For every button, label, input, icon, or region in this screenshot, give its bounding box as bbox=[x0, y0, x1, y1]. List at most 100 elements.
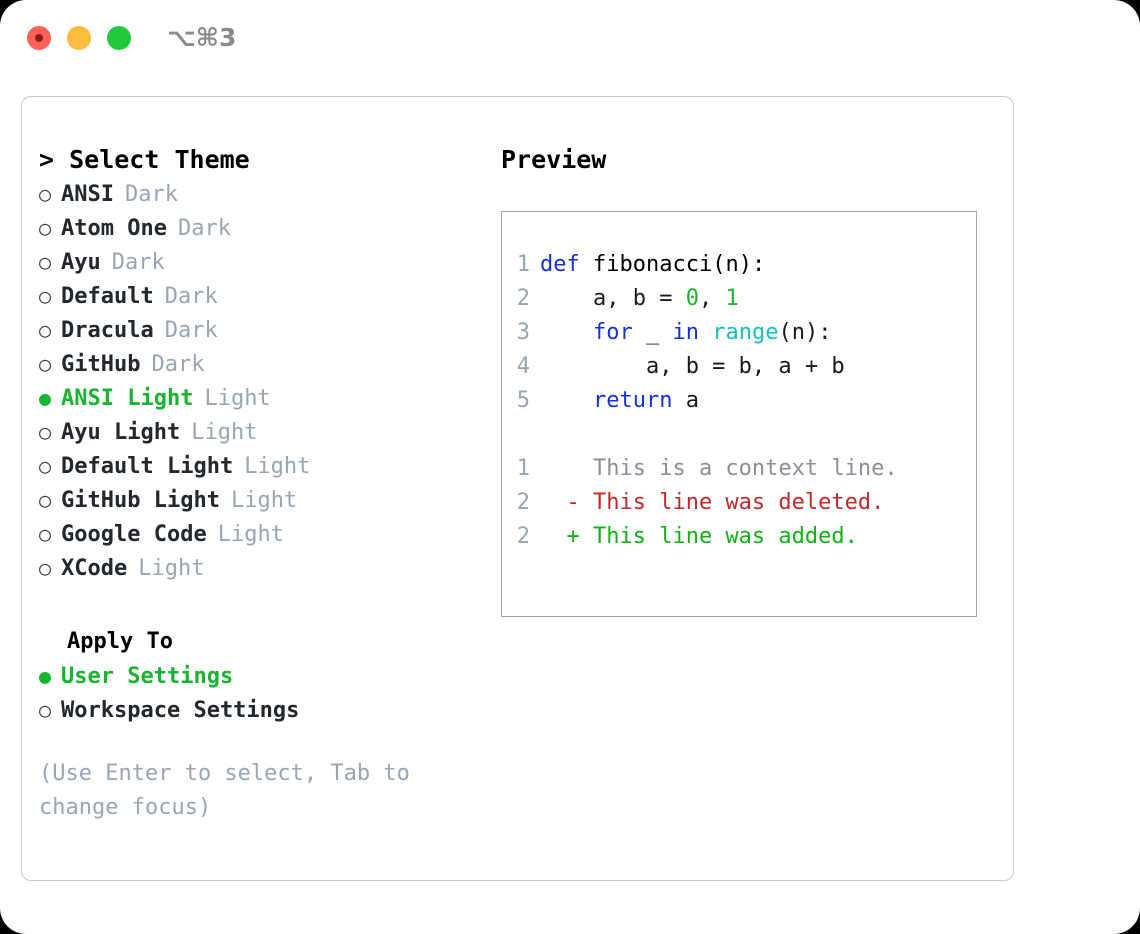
theme-option-label: Dracula bbox=[61, 318, 154, 343]
code-token-kw: for bbox=[592, 320, 633, 345]
apply-to-option-label: Workspace Settings bbox=[61, 698, 300, 723]
code-line-text: return a bbox=[540, 384, 699, 418]
theme-option-badge: Dark bbox=[164, 284, 218, 309]
code-token-num: 0 bbox=[685, 286, 699, 311]
theme-option-label: GitHub Light bbox=[61, 488, 220, 513]
code-line: 4 a, b = b, a + b bbox=[502, 350, 976, 384]
apply-to-option-label: User Settings bbox=[61, 664, 234, 689]
radio-unselected-icon: ○ bbox=[39, 454, 52, 478]
theme-option-atom-one[interactable]: ○ Atom One Dark bbox=[39, 211, 509, 245]
code-token-bi: range bbox=[712, 320, 779, 345]
diff-sample: 1 This is a context line.2 - This line w… bbox=[502, 452, 976, 554]
code-token-txt: _ bbox=[632, 320, 673, 345]
diff-line-number: 2 bbox=[516, 490, 530, 515]
radio-selected-icon: ● bbox=[39, 386, 52, 410]
radio-unselected-icon: ○ bbox=[39, 522, 52, 546]
diff-line-text: + This line was added. bbox=[540, 524, 858, 549]
radio-unselected-icon: ○ bbox=[39, 318, 52, 342]
theme-option-badge: Dark bbox=[177, 216, 231, 241]
apply-to-option-list[interactable]: ● User Settings ○Workspace Settings bbox=[39, 659, 509, 727]
code-line: 5 return a bbox=[502, 384, 976, 418]
theme-option-label: ANSI bbox=[61, 182, 114, 207]
theme-option-badge: Light bbox=[138, 556, 205, 581]
theme-option-badge: Dark bbox=[124, 182, 178, 207]
code-line-number: 5 bbox=[516, 388, 530, 413]
theme-option-label: Google Code bbox=[61, 522, 207, 547]
theme-option-badge: Dark bbox=[151, 352, 205, 377]
diff-line-text: This is a context line. bbox=[540, 456, 898, 481]
diff-line-add: 2 + This line was added. bbox=[502, 520, 976, 554]
preview-heading: Preview bbox=[501, 145, 607, 174]
theme-option-ansi[interactable]: ○ ANSI Dark bbox=[39, 177, 509, 211]
keyboard-hint-text: (Use Enter to select, Tab to change focu… bbox=[39, 761, 424, 820]
diff-line-text: - This line was deleted. bbox=[540, 490, 885, 515]
minimize-button-icon[interactable] bbox=[67, 26, 91, 50]
code-token-txt bbox=[580, 252, 593, 277]
code-token-txt bbox=[540, 388, 593, 413]
code-line-number: 3 bbox=[516, 320, 530, 345]
apply-to-heading: Apply To bbox=[67, 629, 173, 654]
apply-to-option-user-settings[interactable]: ● User Settings bbox=[39, 659, 509, 693]
radio-unselected-icon: ○ bbox=[39, 284, 52, 308]
theme-option-label: Atom One bbox=[61, 216, 167, 241]
code-line: 3 for _ in range(n): bbox=[502, 316, 976, 350]
code-line-text: a, b = b, a + b bbox=[540, 350, 845, 384]
code-line: 2 a, b = 0, 1 bbox=[502, 282, 976, 316]
code-token-txt: (n): bbox=[778, 320, 832, 345]
radio-unselected-icon: ○ bbox=[39, 420, 52, 444]
code-token-num: 1 bbox=[725, 286, 739, 311]
select-theme-heading: > Select Theme bbox=[39, 145, 250, 174]
code-token-kw: in bbox=[672, 320, 699, 345]
code-token-fn: fibonacci(n): bbox=[593, 252, 766, 277]
code-diff-spacer bbox=[502, 418, 976, 452]
theme-option-default[interactable]: ○ Default Dark bbox=[39, 279, 509, 313]
code-token-txt bbox=[540, 320, 593, 345]
radio-unselected-icon: ○ bbox=[39, 352, 52, 376]
radio-selected-icon: ● bbox=[39, 664, 52, 688]
radio-unselected-icon: ○ bbox=[39, 182, 52, 206]
code-token-txt: a, b = bbox=[540, 286, 686, 311]
theme-option-ayu[interactable]: ○ Ayu Dark bbox=[39, 245, 509, 279]
close-button-icon[interactable] bbox=[27, 26, 51, 50]
title-bar: ⌥⌘3 bbox=[0, 0, 1140, 78]
theme-option-label: Ayu Light bbox=[61, 420, 181, 445]
theme-option-badge: Light bbox=[244, 454, 311, 479]
code-token-txt bbox=[699, 320, 712, 345]
theme-option-github[interactable]: ○ GitHub Dark bbox=[39, 347, 509, 381]
code-token-kw: return bbox=[592, 388, 673, 413]
window-controls bbox=[27, 26, 131, 50]
code-line-number: 4 bbox=[516, 354, 530, 379]
diff-line-number: 2 bbox=[516, 524, 530, 549]
theme-option-badge: Dark bbox=[111, 250, 165, 275]
radio-unselected-icon: ○ bbox=[39, 216, 52, 240]
code-token-txt: , bbox=[698, 286, 726, 311]
code-line-number: 1 bbox=[516, 252, 530, 277]
radio-unselected-icon: ○ bbox=[39, 488, 52, 512]
theme-option-label: XCode bbox=[61, 556, 128, 581]
theme-option-label: Default Light bbox=[61, 454, 234, 479]
apply-to-option-workspace-settings[interactable]: ○Workspace Settings bbox=[39, 693, 509, 727]
theme-option-label: GitHub bbox=[61, 352, 141, 377]
theme-option-label: Ayu bbox=[61, 250, 101, 275]
zoom-button-icon[interactable] bbox=[107, 26, 131, 50]
theme-option-default-light[interactable]: ○ Default Light Light bbox=[39, 449, 509, 483]
theme-option-label: Default bbox=[61, 284, 154, 309]
diff-line-del: 2 - This line was deleted. bbox=[502, 486, 976, 520]
code-token-txt: a bbox=[672, 388, 699, 413]
diff-line-ctx: 1 This is a context line. bbox=[502, 452, 976, 486]
radio-unselected-icon: ○ bbox=[39, 250, 52, 274]
code-line-number: 2 bbox=[516, 286, 530, 311]
